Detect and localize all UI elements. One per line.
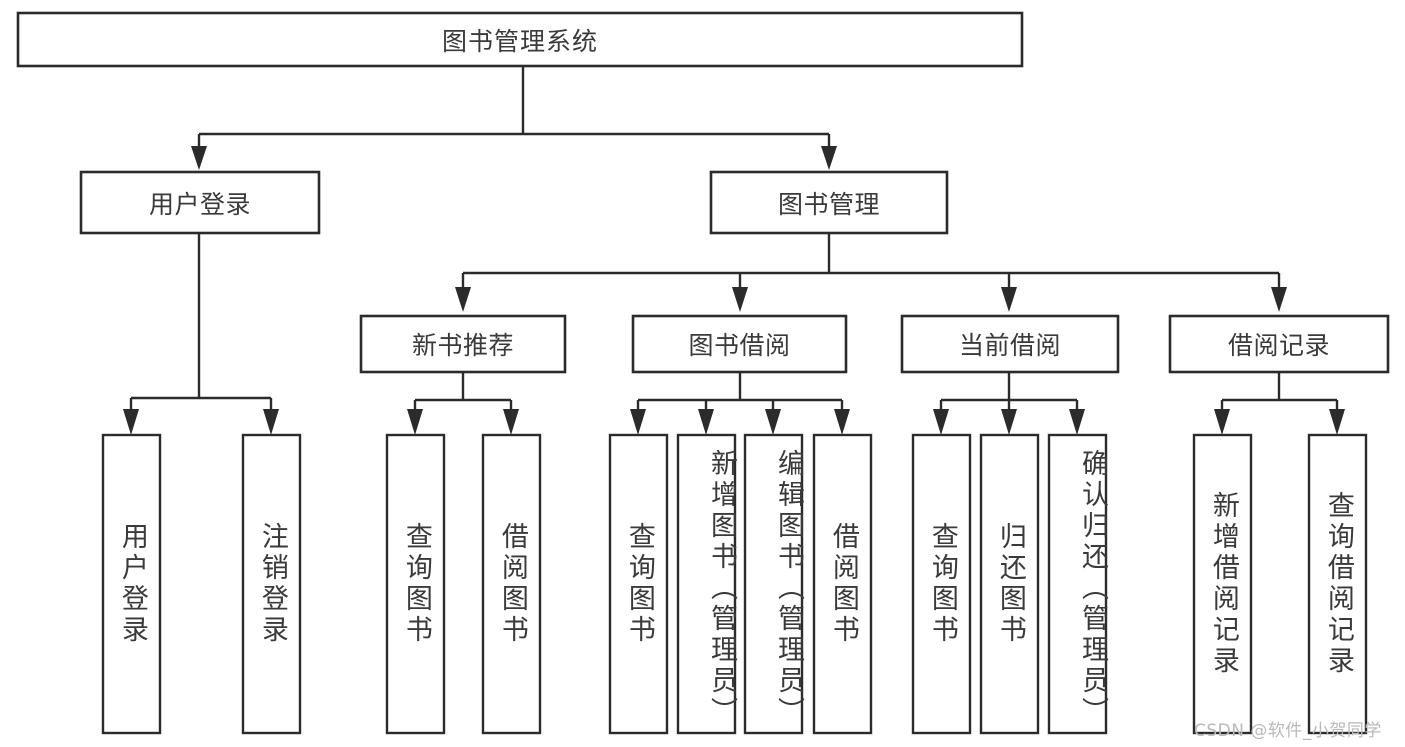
leaf-box-cb-confirm-return[interactable] xyxy=(1047,433,1108,735)
node-new-book-recommend-box[interactable] xyxy=(359,314,567,374)
leaf-box-cb-query-book[interactable] xyxy=(911,433,972,735)
arrow-head-cb-leaf-3 xyxy=(1069,409,1085,435)
arrow-head-leaf-user-login xyxy=(123,409,139,435)
arrow-head-new-book-recommend xyxy=(455,287,471,312)
node-root-box[interactable] xyxy=(16,11,1024,68)
arrow-head-cb-leaf-2 xyxy=(1001,409,1017,435)
leaf-box-logout[interactable] xyxy=(241,433,302,735)
arrow-head-book-borrow xyxy=(732,287,748,312)
arrow-head-bb-leaf-2 xyxy=(698,409,714,435)
arrow-head-bb-leaf-3 xyxy=(765,409,781,435)
leaf-box-bb-query-book[interactable] xyxy=(608,433,669,735)
node-book-borrow-box[interactable] xyxy=(631,314,848,374)
node-user-login-box[interactable] xyxy=(79,170,321,235)
arrow-head-current-borrow xyxy=(1001,287,1017,312)
arrow-head-leaf-logout xyxy=(263,409,279,435)
node-current-borrow-box[interactable] xyxy=(900,314,1120,374)
arrow-head-bb-leaf-4 xyxy=(834,409,850,435)
leaf-box-bb-edit-book[interactable] xyxy=(743,433,804,735)
leaf-box-cb-return-book[interactable] xyxy=(979,433,1040,735)
leaf-box-br-add-record[interactable] xyxy=(1192,433,1253,735)
arrow-head-nbr-leaf-1 xyxy=(407,409,423,435)
leaf-box-user-login[interactable] xyxy=(101,433,162,735)
watermark-text: CSDN @软件_小贺同学 xyxy=(1194,721,1382,741)
leaf-box-nbr-borrow-book[interactable] xyxy=(481,433,542,735)
node-book-manage-box[interactable] xyxy=(709,170,949,235)
leaf-box-bb-add-book[interactable] xyxy=(676,433,737,735)
arrow-head-bb-leaf-1 xyxy=(630,409,646,435)
arrow-head-cb-leaf-1 xyxy=(933,409,949,435)
arrow-head-br-leaf-2 xyxy=(1329,409,1345,435)
leaf-box-nbr-query-book[interactable] xyxy=(385,433,446,735)
leaf-box-br-query-record[interactable] xyxy=(1307,433,1368,735)
arrow-head-nbr-leaf-2 xyxy=(503,409,519,435)
node-borrow-record-box[interactable] xyxy=(1168,314,1390,374)
leaf-box-bb-borrow-book[interactable] xyxy=(812,433,873,735)
arrow-head-user-login xyxy=(191,146,207,170)
arrow-head-borrow-record xyxy=(1271,287,1287,312)
arrow-head-br-leaf-1 xyxy=(1214,409,1230,435)
arrow-head-book-manage xyxy=(821,146,837,170)
